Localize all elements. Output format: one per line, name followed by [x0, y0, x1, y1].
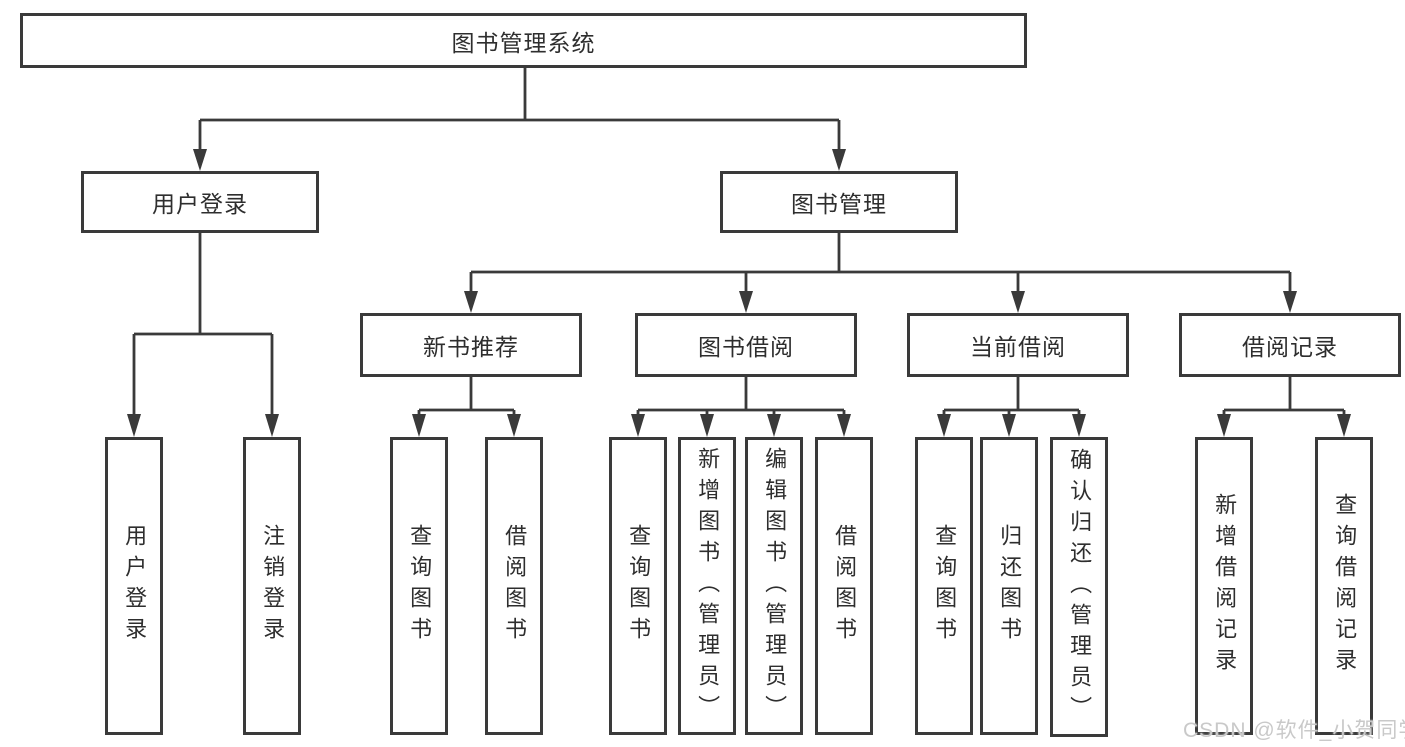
node-leaf-query-books-current-label: 查询图书 [932, 524, 958, 648]
node-borrowing-records: 借阅记录 [1179, 313, 1401, 377]
node-current-borrowing-label: 当前借阅 [970, 334, 1066, 360]
node-leaf-borrow-books-borrowing-label: 借阅图书 [832, 524, 858, 648]
node-leaf-logout: 注销登录 [243, 437, 301, 735]
node-borrowing-records-label: 借阅记录 [1242, 334, 1338, 360]
node-leaf-logout-label: 注销登录 [260, 524, 286, 648]
node-leaf-query-books-recommend: 查询图书 [390, 437, 448, 735]
node-book-management: 图书管理 [720, 171, 958, 233]
node-leaf-add-book-admin: 新增图书（管理员） [678, 437, 736, 735]
node-leaf-query-borrow-record: 查询借阅记录 [1315, 437, 1373, 735]
node-leaf-query-books-borrowing: 查询图书 [609, 437, 667, 735]
node-root-label: 图书管理系统 [451, 29, 596, 56]
csdn-watermark: CSDN @软件_小贺同学 [1183, 719, 1405, 742]
node-root: 图书管理系统 [20, 13, 1027, 68]
node-leaf-query-books-borrowing-label: 查询图书 [626, 524, 652, 648]
node-new-book-recommend: 新书推荐 [360, 313, 582, 377]
node-leaf-query-books-current: 查询图书 [915, 437, 973, 735]
node-leaf-edit-book-admin-label: 编辑图书（管理员） [762, 446, 788, 726]
node-leaf-borrow-books-borrowing: 借阅图书 [815, 437, 873, 735]
node-current-borrowing: 当前借阅 [907, 313, 1129, 377]
node-user-login-label: 用户登录 [152, 191, 248, 217]
node-leaf-return-books-label: 归还图书 [997, 524, 1023, 648]
node-leaf-edit-book-admin: 编辑图书（管理员） [745, 437, 803, 735]
node-leaf-confirm-return-admin: 确认归还（管理员） [1050, 437, 1108, 737]
node-leaf-return-books: 归还图书 [980, 437, 1038, 735]
node-book-management-label: 图书管理 [791, 191, 887, 217]
arrowhead-icons [127, 149, 1351, 437]
node-leaf-user-login: 用户登录 [105, 437, 163, 735]
node-leaf-confirm-return-admin-label: 确认归还（管理员） [1067, 447, 1093, 727]
node-new-book-recommend-label: 新书推荐 [423, 334, 519, 360]
node-leaf-user-login-label: 用户登录 [122, 524, 148, 648]
node-leaf-borrow-books-recommend-label: 借阅图书 [502, 524, 528, 648]
node-book-borrowing-label: 图书借阅 [698, 334, 794, 360]
node-leaf-add-book-admin-label: 新增图书（管理员） [695, 446, 721, 726]
node-user-login: 用户登录 [81, 171, 319, 233]
node-leaf-add-borrow-record-label: 新增借阅记录 [1212, 493, 1238, 679]
node-leaf-query-borrow-record-label: 查询借阅记录 [1332, 493, 1358, 679]
node-book-borrowing: 图书借阅 [635, 313, 857, 377]
node-leaf-query-books-recommend-label: 查询图书 [407, 524, 433, 648]
node-leaf-add-borrow-record: 新增借阅记录 [1195, 437, 1253, 735]
node-leaf-borrow-books-recommend: 借阅图书 [485, 437, 543, 735]
